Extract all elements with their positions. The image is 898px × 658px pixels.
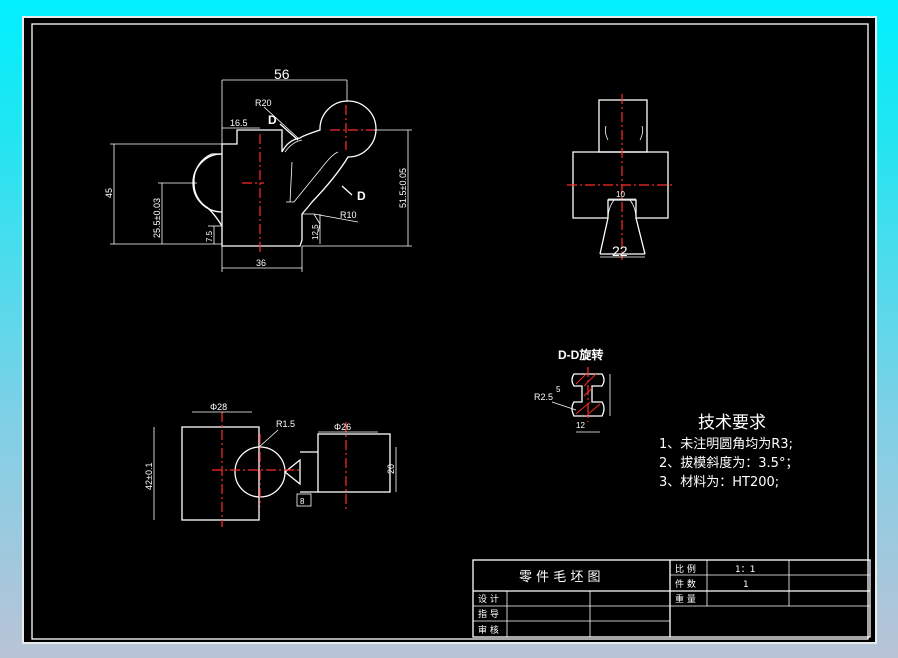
dim-20: 20 [386,464,396,474]
requirements-title: 技术要求 [698,413,766,433]
dim-8: 8 [300,497,305,506]
title-block-name: 零 件 毛 坯 图 [519,570,601,585]
requirement-3: 3、材料为：HT200; [659,475,779,490]
dim-r20: R20 [255,98,272,108]
section-mark-d2: D [357,189,366,203]
dim-5: 5 [556,385,561,394]
rib-lines [284,139,339,203]
front-view: 56 16.5 R20 D D 45 25.5±0.03 7.5 12.5 R1… [104,66,412,272]
dim-36: 36 [256,258,266,268]
dim-51-5: 51.5±0.05 [398,168,408,208]
left-boss [192,153,223,213]
requirement-2: 2、拔模斜度为：3.5°； [659,455,798,471]
dim-45: 45 [104,188,114,198]
top-view: Φ28 R1.5 Φ26 42±0.1 20 8 [144,402,397,527]
review-label: 审 核 [478,624,499,636]
dim-7-5: 7.5 [205,230,214,242]
dim-phi28: Φ28 [210,402,227,412]
design-label: 设 计 [478,593,499,605]
title-block: 零 件 毛 坯 图 比 例 1：1 件 数 1 重 量 设 计 指 导 审 核 [472,559,871,638]
dim-r2-5: R2.5 [534,392,553,402]
dim-10: 10 [616,190,625,199]
dim-42: 42±0.1 [144,463,154,490]
section-mark-d1: D [268,113,277,127]
dim-r10: R10 [340,210,357,220]
dim-22: 22 [612,243,628,259]
scale-value: 1：1 [735,565,755,575]
qty-label: 件 数 [675,578,696,590]
front-outline [221,100,377,247]
weight-label: 重 量 [675,593,696,605]
qty-value: 1 [743,580,749,590]
dim-12-5: 12.5 [311,224,320,240]
rib-foot [302,213,321,233]
drawing-canvas: 56 16.5 R20 D D 45 25.5±0.03 7.5 12.5 R1… [31,23,871,640]
scale-label: 比 例 [675,563,696,575]
requirement-1: 1、未注明圆角均为R3; [659,437,793,452]
drawing-sheet: 56 16.5 R20 D D 45 25.5±0.03 7.5 12.5 R1… [22,16,877,644]
side-view: 10 22 [567,94,674,260]
dim-25-5: 25.5±0.03 [152,198,162,238]
dim-12: 12 [576,421,585,430]
dim-16-5: 16.5 [230,118,248,128]
left-fillet [207,207,223,227]
technical-requirements: 技术要求 1、未注明圆角均为R3; 2、拔模斜度为：3.5°； 3、材料为：HT… [659,413,798,490]
section-dd: D-D旋转 12 5 R2.5 [534,347,611,433]
left-boss-arc [193,153,222,209]
guide-label: 指 导 [478,608,499,620]
dim-r1-5: R1.5 [276,419,295,429]
dim-56: 56 [274,66,290,82]
section-title: D-D旋转 [558,347,603,362]
dim-phi26: Φ26 [334,422,351,432]
inner-frame [31,23,869,640]
